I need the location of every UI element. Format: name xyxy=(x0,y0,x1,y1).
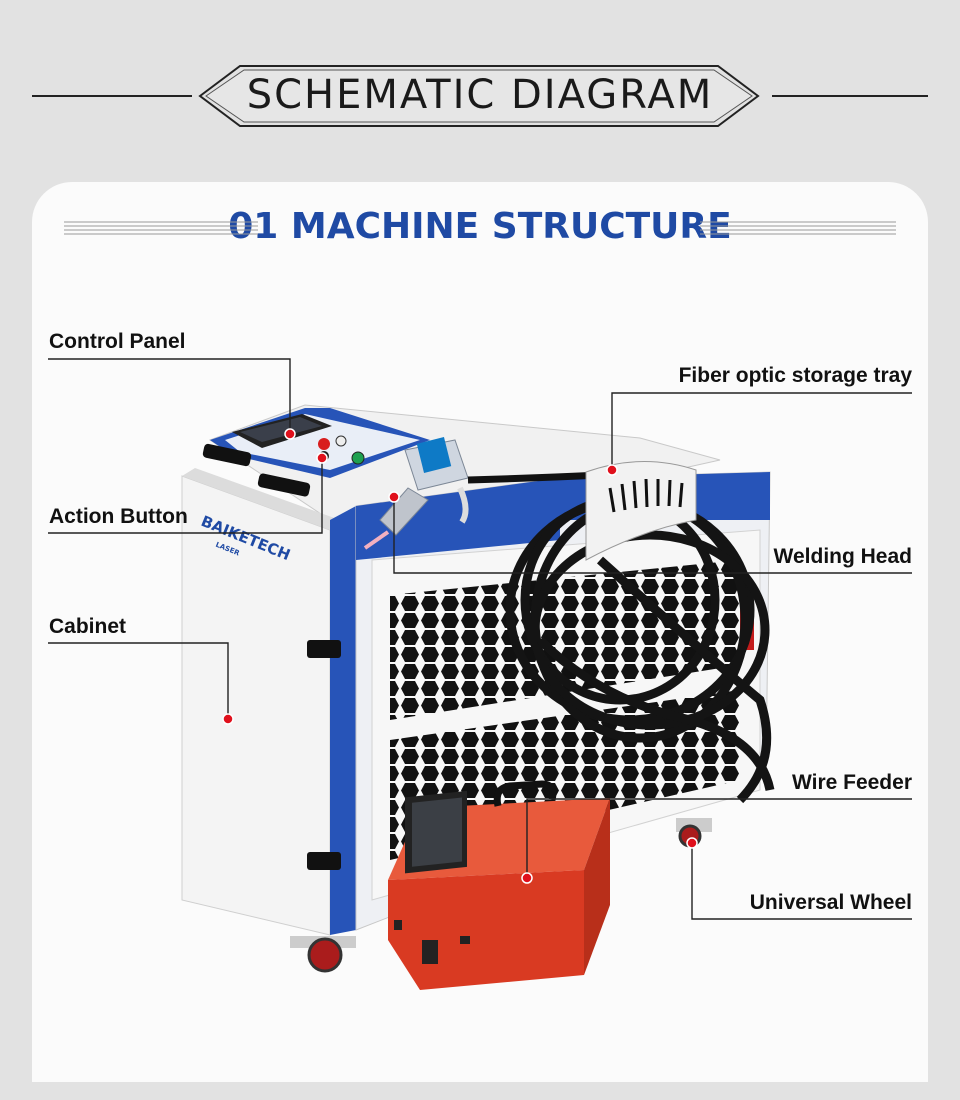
page-title: SCHEMATIC DIAGRAM xyxy=(246,72,714,118)
marker-cabinet xyxy=(222,713,234,725)
marker-wire-feeder xyxy=(521,872,533,884)
callout-lines xyxy=(48,358,912,920)
section-title: 01 MACHINE STRUCTURE xyxy=(228,206,732,247)
marker-fiber-tray xyxy=(606,464,618,476)
welding-head-device xyxy=(363,437,601,550)
marker-welding-head xyxy=(388,491,400,503)
callout-markers xyxy=(222,428,698,884)
wheel-left xyxy=(290,936,356,973)
label-control-panel: Control Panel xyxy=(49,330,186,353)
label-action-button: Action Button xyxy=(49,505,188,528)
marker-universal-wheel xyxy=(686,837,698,849)
label-fiber-tray: Fiber optic storage tray xyxy=(678,364,912,387)
label-universal-wheel: Universal Wheel xyxy=(749,891,912,914)
section-title-rules xyxy=(64,221,896,235)
label-wire-feeder: Wire Feeder xyxy=(791,771,912,794)
wire-feeder-device xyxy=(388,780,610,990)
label-cabinet: Cabinet xyxy=(49,615,127,638)
marker-control-panel xyxy=(284,428,296,440)
header-banner xyxy=(32,65,928,127)
marker-action-button xyxy=(316,452,328,464)
label-welding-head: Welding Head xyxy=(773,545,912,568)
fiber-tray-device xyxy=(585,460,697,561)
control-panel xyxy=(232,414,365,465)
